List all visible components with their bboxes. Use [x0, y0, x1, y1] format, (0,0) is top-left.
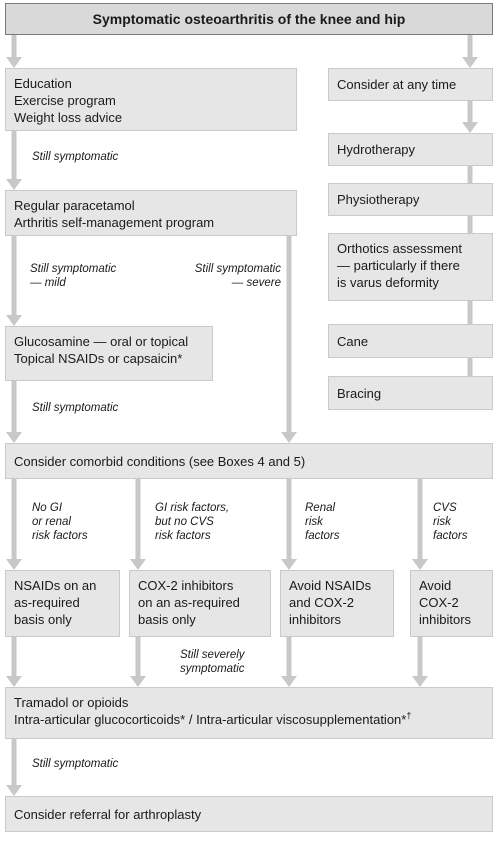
arrow-education-to-paracetamol — [6, 131, 22, 190]
cox2-line-2: on an as-required — [138, 595, 240, 610]
label-no-gi-line-3: risk factors — [32, 530, 88, 542]
hydrotherapy-text: Hydrotherapy — [337, 142, 416, 157]
arrow-paracetamol-to-comorbid — [281, 236, 297, 443]
cane-text: Cane — [337, 334, 369, 349]
tramadol-box: Tramadol or opioids Intra-articular gluc… — [5, 687, 493, 739]
glucosamine-line-1: Glucosamine — oral or topical — [14, 334, 189, 349]
label-cvs: CVS risk factors — [433, 501, 468, 543]
physiotherapy-text: Physiotherapy — [337, 192, 420, 207]
label-severe-line-1: Still symptomatic — [194, 263, 281, 275]
arrow-nsaids-to-tramadol — [6, 637, 22, 687]
paracetamol-box: Regular paracetamol Arthritis self-manag… — [5, 190, 297, 236]
cox2-line-1: COX-2 inhibitors — [138, 578, 234, 593]
glucosamine-box: Glucosamine — oral or topical Topical NS… — [5, 326, 213, 381]
label-severely-line-2: symptomatic — [180, 663, 245, 675]
referral-text: Consider referral for arthroplasty — [14, 807, 202, 822]
label-cvs-line-2: risk — [433, 516, 451, 528]
nsaids-line-1: NSAIDs on an — [14, 578, 97, 593]
label-renal-line-3: factors — [305, 530, 340, 542]
label-mild: Still symptomatic — mild — [30, 262, 116, 290]
education-line-1: Education — [14, 76, 72, 91]
bracing-text: Bracing — [337, 386, 382, 401]
comorbid-box: Consider comorbid conditions (see Boxes … — [5, 443, 493, 479]
label-still-symptomatic-3-text: Still symptomatic — [32, 758, 119, 770]
orthotics-line-2: — particularly if there — [337, 258, 460, 273]
referral-box: Consider referral for arthroplasty — [5, 796, 493, 832]
label-gi-risk: GI risk factors, but no CVS risk factors — [155, 501, 229, 543]
arrow-glucosamine-to-comorbid — [6, 381, 22, 443]
glucosamine-line-2: Topical NSAIDs or capsaicin* — [14, 351, 183, 366]
label-renal-line-2: risk — [305, 516, 323, 528]
bracing-box: Bracing — [328, 376, 493, 410]
cox2-box: COX-2 inhibitors on an as-required basis… — [129, 570, 271, 637]
arrow-consider-to-hydrotherapy — [462, 101, 478, 133]
education-line-3: Weight loss advice — [14, 110, 123, 125]
cox2-line-3: basis only — [138, 612, 196, 627]
tramadol-line-2-text: Intra-articular glucocorticoids* / Intra… — [14, 712, 407, 727]
tramadol-line-2: Intra-articular glucocorticoids* / Intra… — [14, 711, 484, 728]
label-still-symptomatic-2-text: Still symptomatic — [32, 402, 119, 414]
avoid-both-line-1: Avoid NSAIDs — [289, 578, 372, 593]
label-mild-line-2: — mild — [30, 277, 66, 289]
title-text: Symptomatic osteoarthritis of the knee a… — [92, 11, 406, 27]
arrow-comorbid-to-avoid-both — [281, 479, 297, 570]
label-still-symptomatic-3: Still symptomatic — [32, 757, 118, 771]
label-still-symptomatic-2: Still symptomatic — [32, 401, 118, 415]
education-line-2: Exercise program — [14, 93, 116, 108]
label-mild-line-1: Still symptomatic — [30, 263, 117, 275]
arrow-title-to-consider — [462, 35, 478, 68]
paracetamol-line-1: Regular paracetamol — [14, 198, 135, 213]
paracetamol-line-2: Arthritis self-management program — [14, 215, 215, 230]
orthotics-line-1: Orthotics assessment — [337, 241, 462, 256]
education-box: Education Exercise program Weight loss a… — [5, 68, 297, 131]
consider-anytime-text: Consider at any time — [337, 77, 457, 92]
arrow-tramadol-to-referral — [6, 739, 22, 796]
label-severe: Still symptomatic — severe — [181, 262, 281, 290]
label-gi-risk-line-1: GI risk factors, — [155, 502, 230, 514]
label-severely: Still severely symptomatic — [180, 648, 245, 676]
arrow-comorbid-to-cox2 — [130, 479, 146, 570]
avoid-cox2-line-1: Avoid — [419, 578, 452, 593]
label-severely-line-1: Still severely — [180, 649, 245, 661]
label-no-gi-line-1: No GI — [32, 502, 63, 514]
comorbid-text: Consider comorbid conditions (see Boxes … — [14, 454, 306, 469]
orthotics-line-3: is varus deformity — [337, 275, 439, 290]
arrow-comorbid-to-nsaids — [6, 479, 22, 570]
cane-box: Cane — [328, 324, 493, 358]
label-cvs-line-1: CVS — [433, 502, 457, 514]
label-gi-risk-line-3: risk factors — [155, 530, 211, 542]
orthotics-box: Orthotics assessment — particularly if t… — [328, 233, 493, 301]
nsaids-line-3: basis only — [14, 612, 72, 627]
tramadol-line-1: Tramadol or opioids — [14, 695, 129, 710]
arrow-paracetamol-to-glucosamine — [6, 236, 22, 326]
label-renal: Renal risk factors — [305, 501, 340, 543]
avoid-cox2-line-2: COX-2 — [419, 595, 459, 610]
label-severe-line-2: — severe — [231, 277, 281, 289]
nsaids-line-2: as-required — [14, 595, 80, 610]
arrow-cox2-to-tramadol — [130, 637, 146, 687]
dagger-footnote-mark: † — [406, 710, 412, 721]
avoid-both-line-2: and COX-2 — [289, 595, 355, 610]
label-still-symptomatic-1: Still symptomatic — [32, 150, 118, 164]
arrow-avoid-cox2-to-tramadol — [412, 637, 428, 687]
label-still-symptomatic-1-text: Still symptomatic — [32, 151, 119, 163]
arrow-title-to-education — [6, 35, 22, 68]
avoid-cox2-box: Avoid COX-2 inhibitors — [410, 570, 493, 637]
arrow-avoid-both-to-tramadol — [281, 637, 297, 687]
consider-anytime-box: Consider at any time — [328, 68, 493, 101]
avoid-cox2-line-3: inhibitors — [419, 612, 472, 627]
flowchart-title: Symptomatic osteoarthritis of the knee a… — [5, 3, 493, 35]
nsaids-box: NSAIDs on an as-required basis only — [5, 570, 120, 637]
label-cvs-line-3: factors — [433, 530, 468, 542]
avoid-nsaids-cox2-box: Avoid NSAIDs and COX-2 inhibitors — [280, 570, 394, 637]
label-renal-line-1: Renal — [305, 502, 336, 514]
arrow-comorbid-to-avoid-cox2 — [412, 479, 428, 570]
physiotherapy-box: Physiotherapy — [328, 183, 493, 216]
hydrotherapy-box: Hydrotherapy — [328, 133, 493, 166]
label-gi-risk-line-2: but no CVS — [155, 516, 214, 528]
label-no-gi-line-2: or renal — [32, 516, 71, 528]
label-no-gi: No GI or renal risk factors — [32, 501, 88, 543]
avoid-both-line-3: inhibitors — [289, 612, 342, 627]
